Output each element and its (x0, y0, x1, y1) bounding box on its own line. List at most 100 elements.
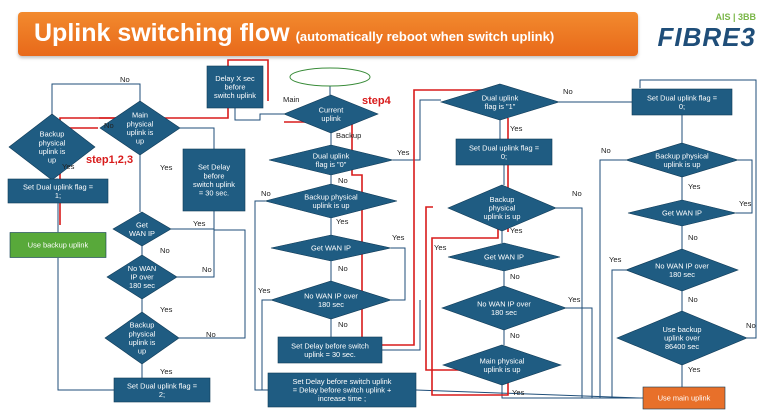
edge-label-yes: Yes (336, 217, 349, 226)
node-get-wan-r1 (447, 242, 561, 272)
node-text: No WAN IP over (655, 261, 709, 270)
edge-label-no: No (338, 320, 348, 329)
node-text: Set Dual uplink flag = (469, 143, 539, 152)
connector (736, 159, 753, 214)
connector (566, 307, 593, 398)
node-text: Use backup (662, 325, 701, 334)
node-text: Bootup (318, 73, 341, 82)
edge-label-yes: Yes (739, 199, 752, 208)
highlight-path (425, 206, 468, 371)
node-no-wan-r1 (441, 285, 567, 331)
edge-label-no: No (160, 246, 170, 255)
node-no-wan-mid (270, 280, 392, 320)
edge-label-no: No (746, 321, 756, 330)
edge-label-yes: Yes (397, 148, 410, 157)
edge-label-yes: Yes (193, 219, 206, 228)
connector (57, 258, 114, 391)
node-text: 180 sec (318, 300, 344, 309)
node-set-flag-1-left (7, 178, 109, 204)
node-text: increase time ; (318, 394, 366, 403)
node-text: physical (489, 204, 516, 213)
node-text: Set Dual uplink flag = (647, 93, 717, 102)
node-text: uplink is up (484, 365, 521, 374)
connector (393, 99, 441, 161)
step-annotation: step4 (362, 95, 392, 107)
node-text: 0; (501, 152, 507, 161)
connector (261, 299, 271, 390)
node-text: Dual uplink (482, 93, 519, 102)
node-dual-flag-1 (439, 83, 561, 121)
node-text: Get WAN IP (484, 253, 524, 262)
node-text: 0; (679, 102, 685, 111)
connector (177, 229, 215, 278)
page-subtitle: (automatically reboot when switch uplink… (295, 29, 555, 44)
edge-label-no: No (688, 295, 698, 304)
connector (639, 79, 757, 339)
node-set-flag-0-a (455, 138, 553, 166)
edge-label-yes: Yes (568, 295, 581, 304)
edge-label-no: No (601, 146, 611, 155)
node-text: Main physical (480, 356, 525, 365)
node-delay-x (206, 65, 264, 109)
node-text: Set Delay before switch (291, 341, 369, 350)
connector (599, 159, 626, 398)
node-text: Set Delay before switch uplink (292, 377, 391, 386)
logo-main-text: FIBRE3 (657, 22, 756, 52)
connector (382, 300, 421, 351)
node-text: Backup physical (304, 192, 358, 201)
edge-label-no: No (338, 264, 348, 273)
node-use-backup-86400 (616, 310, 748, 366)
edge-label-no: No (510, 272, 520, 281)
node-text: flag is "0" (316, 160, 347, 169)
node-text: No WAN (128, 264, 156, 273)
node-text: Backup (130, 321, 155, 330)
edge-label-yes: Yes (392, 233, 405, 242)
node-text: uplink = 30 sec. (304, 350, 356, 359)
edge-label-no: No (202, 265, 212, 274)
node-text: No WAN IP over (304, 291, 358, 300)
edge-label-yes: Yes (609, 255, 622, 264)
edge-label-yes: Yes (160, 305, 173, 314)
node-text: 180 sec (491, 308, 517, 317)
node-text: Use main uplink (658, 394, 711, 403)
connector (180, 127, 215, 149)
edge-label-backup: Backup (336, 131, 361, 140)
node-text: uplink is up (313, 201, 350, 210)
node-text: Get (136, 220, 148, 229)
node-use-main (642, 386, 726, 410)
edge-label-no: No (563, 87, 573, 96)
node-main-up-r1 (442, 344, 562, 386)
node-text: flag is "1" (485, 102, 516, 111)
edge-label-no: No (338, 176, 348, 185)
node-text: physical (129, 329, 156, 338)
node-text: = Delay before switch uplink + (293, 386, 392, 395)
highlight-path (99, 59, 269, 119)
node-backup-up-r2 (624, 142, 740, 178)
node-text: = 30 sec. (199, 189, 229, 198)
edge-label-yes: Yes (512, 388, 525, 397)
edge-label-no: No (688, 233, 698, 242)
connector (51, 83, 141, 114)
edge-label-yes: Yes (62, 162, 75, 171)
edge-label-no: No (120, 75, 130, 84)
edge-label-yes: Yes (510, 124, 523, 133)
step-annotation: step1,2,3 (86, 154, 133, 166)
edge-label-no: No (510, 331, 520, 340)
node-text: Backup (490, 195, 515, 204)
node-text: Get WAN IP (662, 209, 702, 218)
connector (611, 269, 626, 398)
node-text: Backup (40, 130, 65, 139)
node-text: uplink over (664, 334, 700, 343)
node-text: Delay X sec (215, 74, 255, 83)
node-get-wan-r2 (627, 199, 737, 227)
connector (501, 385, 643, 399)
node-set-flag-2 (113, 377, 211, 403)
node-text: physical (39, 138, 66, 147)
node-text: switch uplink (193, 180, 235, 189)
node-use-backup (9, 232, 107, 258)
edge-label-no: No (261, 189, 271, 198)
node-text: uplink is up (664, 160, 701, 169)
node-text: 2; (159, 390, 165, 399)
node-dual-flag-0 (268, 144, 394, 176)
